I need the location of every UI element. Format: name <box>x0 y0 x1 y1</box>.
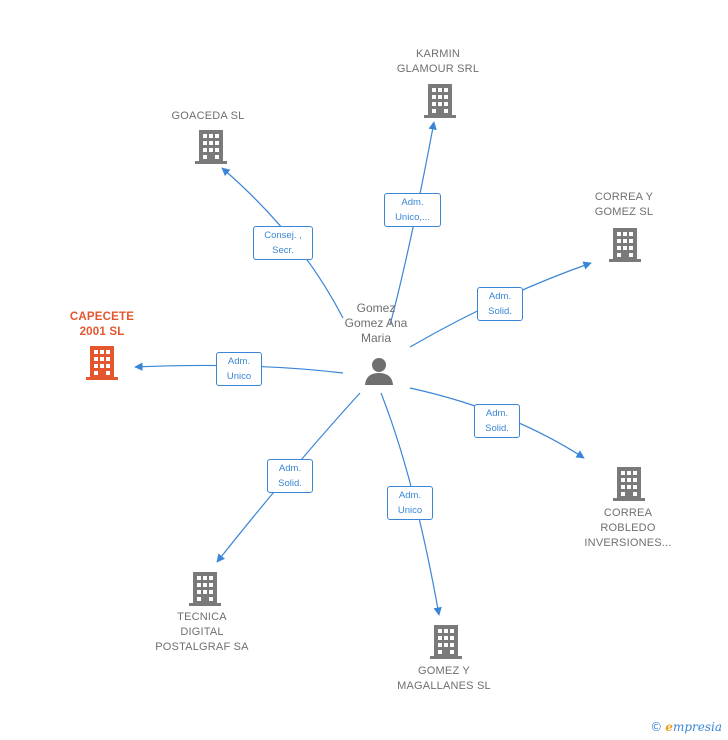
edge-label-goaceda: Consej. , Secr. <box>253 226 313 260</box>
company-label-goaceda[interactable]: GOACEDA SL <box>171 110 245 122</box>
building-icon[interactable] <box>195 130 227 164</box>
copyright-symbol: © <box>650 720 663 734</box>
brand-name: mpresia <box>672 720 722 734</box>
edge-label-gomez-magallanes: Adm. Unico <box>387 486 433 520</box>
building-icon[interactable] <box>613 467 645 501</box>
center-person-label[interactable]: Gomez Gomez Ana Maria <box>344 301 408 345</box>
building-icon[interactable] <box>189 572 221 606</box>
edge-label-tecnica: Adm. Solid. <box>267 459 313 493</box>
brand-logo-initial: e <box>665 720 673 734</box>
company-label-capecete[interactable]: CAPECETE 2001 SL <box>69 311 135 338</box>
building-icon[interactable] <box>430 625 462 659</box>
edge-label-correa-gomez: Adm. Solid. <box>477 287 523 321</box>
company-label-gomez-magallanes[interactable]: GOMEZ Y MAGALLANES SL <box>397 665 491 692</box>
building-icon[interactable] <box>424 84 456 118</box>
company-label-tecnica[interactable]: TECNICA DIGITAL POSTALGRAF SA <box>155 611 249 653</box>
edge-label-capecete: Adm. Unico <box>216 352 262 386</box>
company-label-correa-gomez[interactable]: CORREA Y GOMEZ SL <box>594 191 654 218</box>
edge-label-correa-robledo: Adm. Solid. <box>474 404 520 438</box>
building-icon-focus[interactable] <box>86 346 118 380</box>
edge-label-karmin: Adm. Unico,... <box>384 193 441 227</box>
person-icon[interactable] <box>364 356 394 386</box>
company-label-karmin[interactable]: KARMIN GLAMOUR SRL <box>396 48 480 75</box>
brand-watermark[interactable]: ©empresia <box>650 720 722 734</box>
edge-karmin <box>389 121 437 326</box>
company-label-correa-robledo[interactable]: CORREA ROBLEDO INVERSIONES... <box>584 507 672 549</box>
building-icon[interactable] <box>609 228 641 262</box>
